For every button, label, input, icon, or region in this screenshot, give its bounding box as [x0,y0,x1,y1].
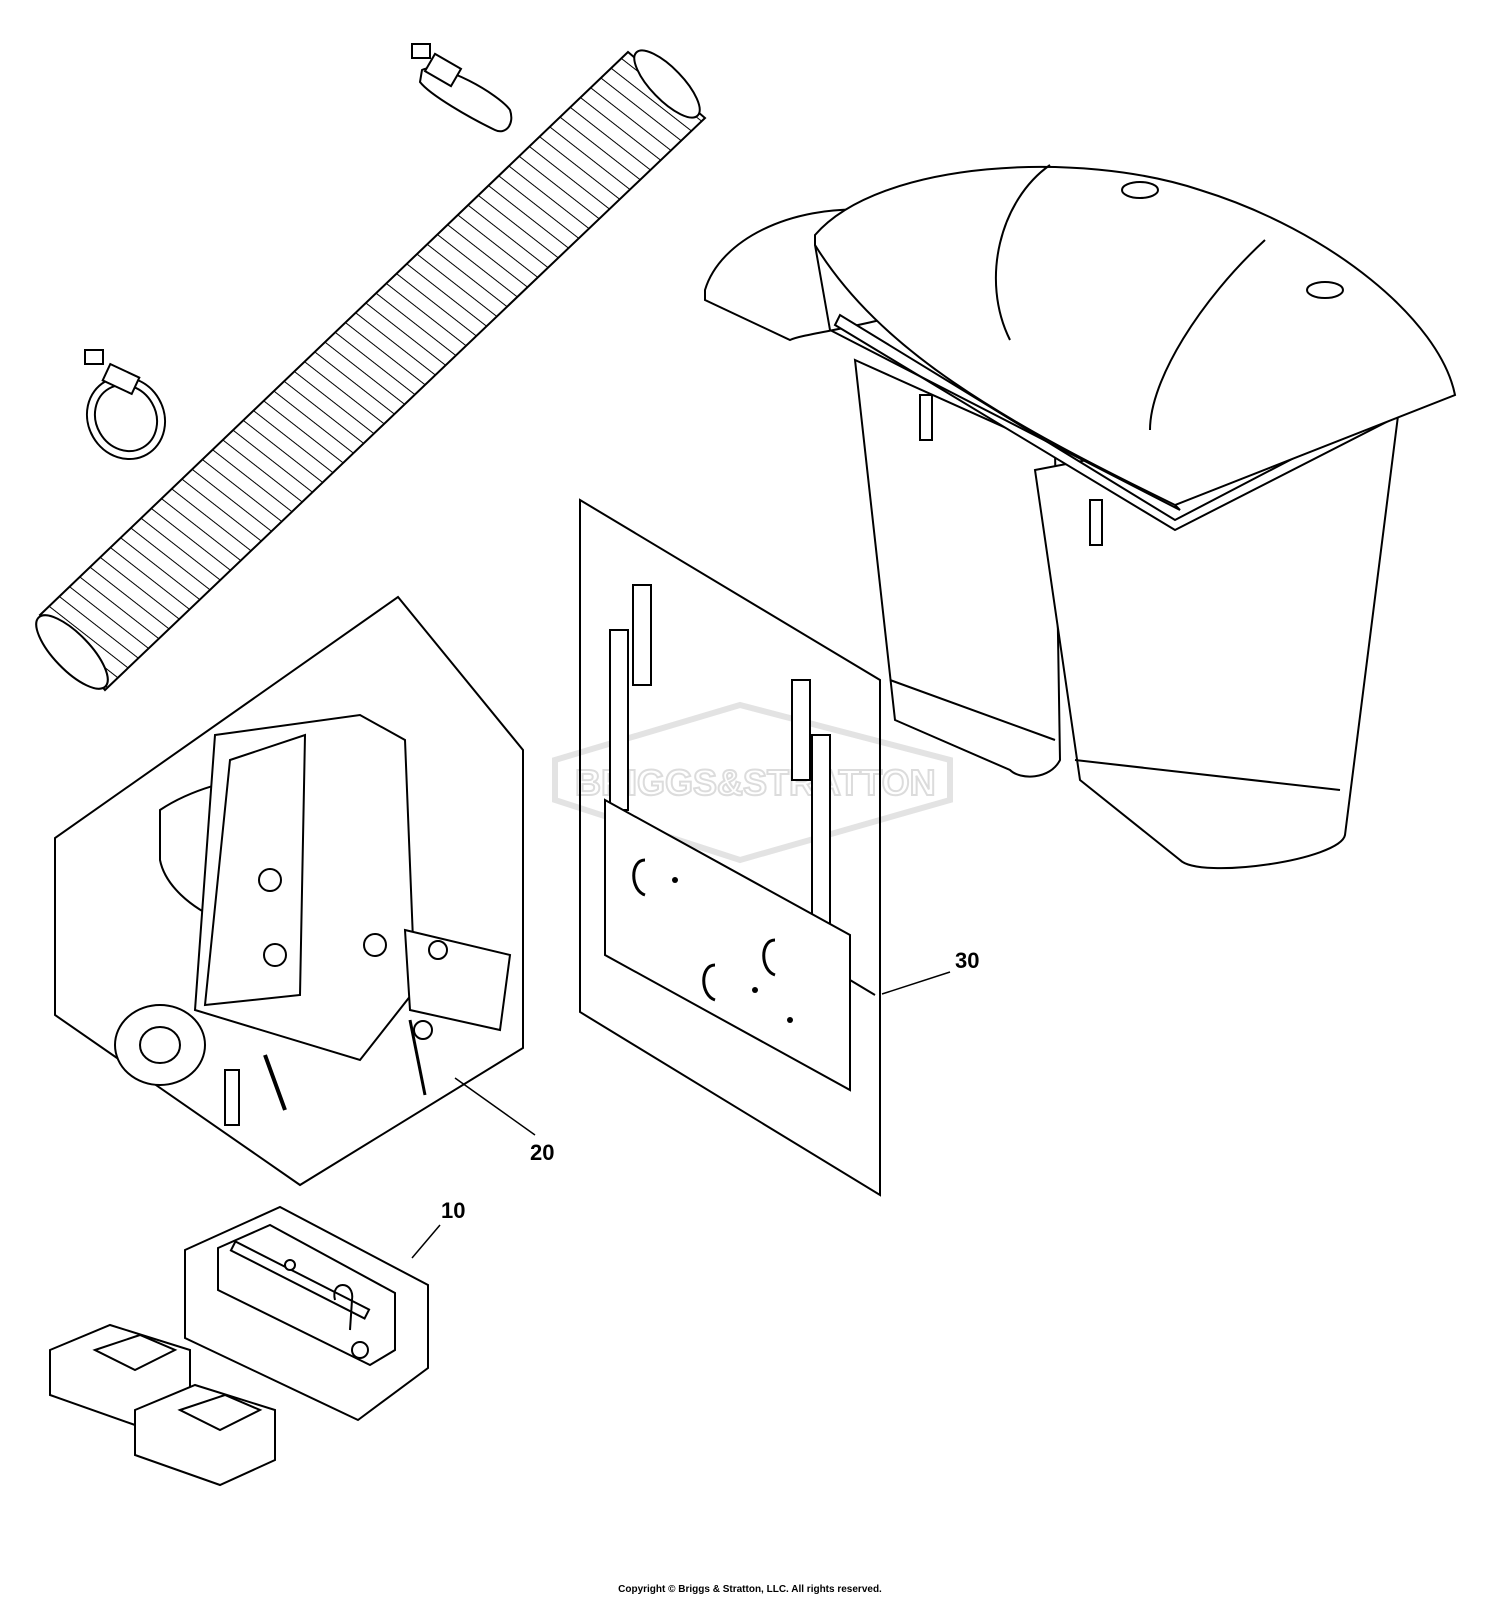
leader-line-10 [411,1224,441,1259]
hose-clamp-top[interactable] [411,43,513,133]
twin-bagger-assembly[interactable] [704,164,1457,870]
brand-watermark: BRIGGS&STRATTON [552,701,953,864]
callout-10: 10 [441,1198,465,1223]
wheel-weight-right[interactable] [134,1383,276,1487]
leader-line-20 [454,1077,536,1136]
copyright-notice: Copyright © Briggs & Stratton, LLC. All … [618,1584,882,1595]
callout-30: 30 [955,948,979,973]
bracket-assembly-panel[interactable] [579,498,881,1197]
leader-line-30 [881,971,951,995]
watermark-text: BRIGGS&STRATTON [575,762,936,803]
hose-clamp-left[interactable] [72,349,180,473]
flexible-hose[interactable] [26,41,709,699]
hitch-bracket-panel[interactable] [184,1205,429,1422]
callout-20: 20 [530,1140,554,1165]
blower-assembly-panel[interactable] [54,595,524,1187]
